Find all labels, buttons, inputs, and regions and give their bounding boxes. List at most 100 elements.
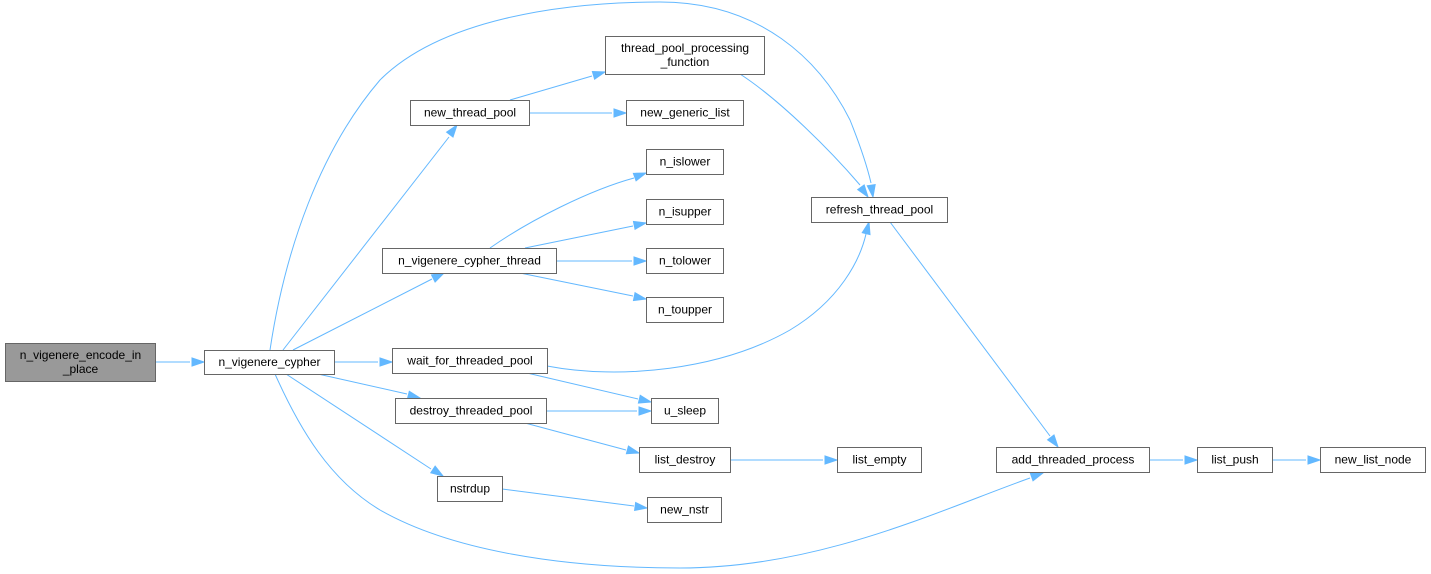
arrowhead-icon: [591, 70, 607, 81]
node-label: refresh_thread_pool: [826, 203, 933, 217]
node-label: add_threaded_process: [1012, 453, 1135, 467]
node-list_empty[interactable]: list_empty: [837, 447, 922, 473]
edge-thread_pool_processing_function-to-refresh_thread_pool: [739, 73, 869, 199]
node-nstrdup[interactable]: nstrdup: [437, 476, 503, 502]
node-box: [646, 297, 724, 323]
node-box: [646, 248, 724, 274]
node-box: [646, 149, 724, 175]
arrowhead-icon: [406, 390, 422, 400]
node-box: [382, 248, 557, 274]
node-box: [996, 447, 1150, 473]
edge-add_threaded_process-to-list_push: [1149, 455, 1199, 465]
node-label: _function: [660, 55, 710, 69]
node-n_tolower[interactable]: n_tolower: [646, 248, 724, 274]
arrowhead-icon: [1029, 472, 1045, 482]
arrowhead-icon: [191, 357, 206, 367]
node-list_destroy[interactable]: list_destroy: [639, 447, 731, 473]
node-box: [811, 197, 948, 223]
edge-line: [489, 177, 635, 249]
edge-refresh_thread_pool-to-add_threaded_process: [889, 221, 1059, 449]
edge-list_push-to-new_list_node: [1272, 455, 1322, 465]
node-label: n_vigenere_encode_in: [20, 348, 141, 362]
node-refresh_thread_pool[interactable]: refresh_thread_pool: [811, 197, 948, 223]
edge-new_thread_pool-to-thread_pool_processing_function: [509, 70, 607, 101]
arrowhead-icon: [856, 184, 869, 199]
node-box: [646, 199, 724, 225]
node-box: [392, 348, 548, 374]
edge-n_vigenere_cypher_thread-to-n_toupper: [519, 272, 648, 302]
node-box: [837, 447, 922, 473]
arrowhead-icon: [1307, 455, 1322, 465]
node-label: wait_for_threaded_pool: [406, 354, 532, 368]
edge-n_vigenere_cypher-to-destroy_threaded_pool: [317, 373, 422, 400]
edge-n_vigenere_encode_in_place-to-n_vigenere_cypher: [155, 357, 206, 367]
node-box: [5, 343, 156, 382]
edge-wait_for_threaded_pool-to-u_sleep: [526, 372, 653, 404]
edge-n_vigenere_cypher-to-new_thread_pool: [282, 123, 458, 351]
edge-n_vigenere_cypher-to-wait_for_threaded_pool: [334, 357, 394, 367]
node-box: [1197, 447, 1273, 473]
arrowhead-icon: [445, 123, 458, 138]
arrowhead-icon: [861, 220, 871, 236]
arrowhead-icon: [638, 406, 653, 416]
node-label: n_vigenere_cypher: [218, 355, 320, 369]
edge-line: [739, 73, 861, 186]
node-n_vigenere_encode_in_place[interactable]: n_vigenere_encode_in_place: [5, 343, 156, 382]
edge-n_vigenere_cypher-to-nstrdup: [285, 373, 445, 477]
edge-line: [546, 233, 867, 373]
edge-list_destroy-to-list_empty: [730, 455, 839, 465]
node-label: n_toupper: [658, 303, 712, 317]
node-label: new_generic_list: [640, 106, 730, 120]
node-label: new_nstr: [660, 503, 709, 517]
node-n_islower[interactable]: n_islower: [646, 149, 724, 175]
edge-n_vigenere_cypher_thread-to-n_isupper: [524, 220, 648, 249]
edge-destroy_threaded_pool-to-u_sleep: [546, 406, 653, 416]
arrowhead-icon: [824, 455, 839, 465]
node-box: [639, 447, 731, 473]
edge-line: [269, 1, 872, 351]
function-nodes: n_vigenere_encode_in_place n_vigenere_cyp…: [5, 36, 1426, 523]
node-new_generic_list[interactable]: new_generic_list: [626, 100, 744, 126]
call-edges: [155, 1, 1322, 569]
arrowhead-icon: [429, 465, 445, 477]
node-u_sleep[interactable]: u_sleep: [651, 398, 719, 424]
node-box: [626, 100, 744, 126]
edge-n_vigenere_cypher_thread-to-n_tolower: [556, 256, 648, 266]
node-box: [410, 100, 530, 126]
arrowhead-icon: [633, 501, 649, 512]
edge-line: [274, 373, 1031, 569]
node-n_vigenere_cypher[interactable]: n_vigenere_cypher: [204, 350, 335, 375]
node-label: list_push: [1211, 453, 1258, 467]
edge-line: [509, 75, 593, 101]
node-wait_for_threaded_pool[interactable]: wait_for_threaded_pool: [392, 348, 548, 374]
node-n_isupper[interactable]: n_isupper: [646, 199, 724, 225]
node-new_nstr[interactable]: new_nstr: [647, 497, 722, 523]
edge-line: [285, 373, 432, 470]
node-label: thread_pool_processing: [621, 41, 749, 55]
node-label: n_isupper: [659, 205, 712, 219]
node-thread_pool_processing_function[interactable]: thread_pool_processing_function: [605, 36, 765, 75]
edge-line: [292, 278, 433, 351]
edge-wait_for_threaded_pool-to-refresh_thread_pool: [546, 220, 871, 373]
arrowhead-icon: [866, 183, 876, 199]
node-label: new_thread_pool: [424, 106, 516, 120]
node-label: _place: [62, 362, 99, 376]
node-new_thread_pool[interactable]: new_thread_pool: [410, 100, 530, 126]
node-label: n_tolower: [659, 254, 711, 268]
node-add_threaded_process[interactable]: add_threaded_process: [996, 447, 1150, 473]
node-new_list_node[interactable]: new_list_node: [1320, 447, 1426, 473]
node-box: [605, 36, 765, 75]
node-list_push[interactable]: list_push: [1197, 447, 1273, 473]
edge-new_thread_pool-to-new_generic_list: [529, 108, 628, 118]
node-n_toupper[interactable]: n_toupper: [646, 297, 724, 323]
node-label: destroy_threaded_pool: [410, 404, 533, 418]
node-box: [204, 350, 335, 375]
edge-line: [889, 221, 1051, 437]
node-label: u_sleep: [664, 404, 706, 418]
node-box: [647, 497, 722, 523]
edge-n_vigenere_cypher-to-add_threaded_process: [274, 373, 1045, 569]
node-label: n_islower: [660, 155, 711, 169]
node-destroy_threaded_pool[interactable]: destroy_threaded_pool: [395, 398, 547, 424]
node-n_vigenere_cypher_thread[interactable]: n_vigenere_cypher_thread: [382, 248, 557, 274]
node-box: [651, 398, 719, 424]
